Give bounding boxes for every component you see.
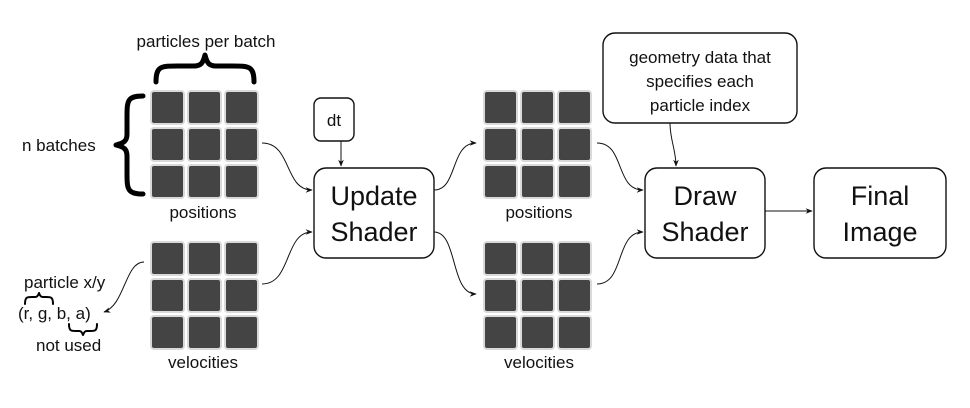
ba-components-brace [68,323,98,336]
rgba-components-label: (r, g, b, a) [18,304,91,323]
particle-cell [557,278,592,313]
input-positions-grid [150,90,259,199]
particle-cell [224,278,259,313]
particle-cell [557,90,592,125]
final-image-node [813,167,947,259]
particle-cell [224,241,259,276]
particle-cell [520,90,555,125]
update-shader-label-line2: Shader [330,217,417,247]
particle-cell [187,90,222,125]
particle-cell [520,315,555,350]
particle-cell [150,164,185,199]
geometry-data-label-line1: geometry data that [629,48,771,67]
particle-cell [483,241,518,276]
particle-xy-label: particle x/y [24,273,106,292]
final-image-label-line2: Image [842,217,917,247]
geometry-to-draw-arrow [669,122,679,167]
particle-cell [483,127,518,162]
particle-cell [150,278,185,313]
final-image-label-line1: Final [851,181,910,211]
update-to-output-positions-arrow [433,140,477,191]
particle-cell [520,127,555,162]
input-positions-to-update-arrow [261,142,313,193]
particle-cell [224,164,259,199]
particle-cell [150,127,185,162]
particle-cell [557,164,592,199]
input-velocities-label: velocities [168,353,238,372]
particle-cell [520,241,555,276]
particle-cell [187,164,222,199]
particle-cell [557,241,592,276]
particle-cell [557,315,592,350]
particle-cell [187,127,222,162]
n-batches-label: n batches [22,136,96,155]
particle-cell [187,315,222,350]
particle-cell [150,90,185,125]
velocities-to-components-arrow [103,261,145,313]
update-shader-node [313,167,435,259]
draw-shader-node [644,167,766,259]
particle-cell [187,278,222,313]
particle-cell [483,278,518,313]
geometry-data-node [602,32,798,124]
particle-cell [224,127,259,162]
output-velocities-grid [483,241,592,350]
draw-shader-label-line1: Draw [673,181,737,211]
output-positions-to-draw-arrow [596,142,644,193]
particle-cell [483,90,518,125]
xy-components-brace [24,292,54,305]
particle-cell [150,241,185,276]
update-to-output-velocities-arrow [433,231,477,297]
output-positions-grid [483,90,592,199]
particle-cell [483,164,518,199]
particle-cell [520,278,555,313]
output-positions-label: positions [505,203,572,222]
input-velocities-grid [150,241,259,350]
output-velocities-label: velocities [504,353,574,372]
particle-cell [224,315,259,350]
particle-cell [520,164,555,199]
dt-node [313,97,355,142]
geometry-data-label-line2: specifies each [646,72,754,91]
particle-cell [187,241,222,276]
output-velocities-to-draw-arrow [596,229,644,285]
dt-label: dt [327,111,341,130]
draw-shader-label-line2: Shader [661,217,748,247]
particles-per-batch-brace [153,52,257,85]
input-positions-label: positions [169,203,236,222]
particle-cell [483,315,518,350]
input-velocities-to-update-arrow [261,229,313,285]
particles-per-batch-label: particles per batch [137,32,276,51]
not-used-label: not used [36,336,101,355]
particle-cell [224,90,259,125]
update-shader-label-line1: Update [330,181,417,211]
geometry-data-label-line3: particle index [650,96,751,115]
n-batches-brace [113,93,146,197]
particle-cell [150,315,185,350]
particle-cell [557,127,592,162]
